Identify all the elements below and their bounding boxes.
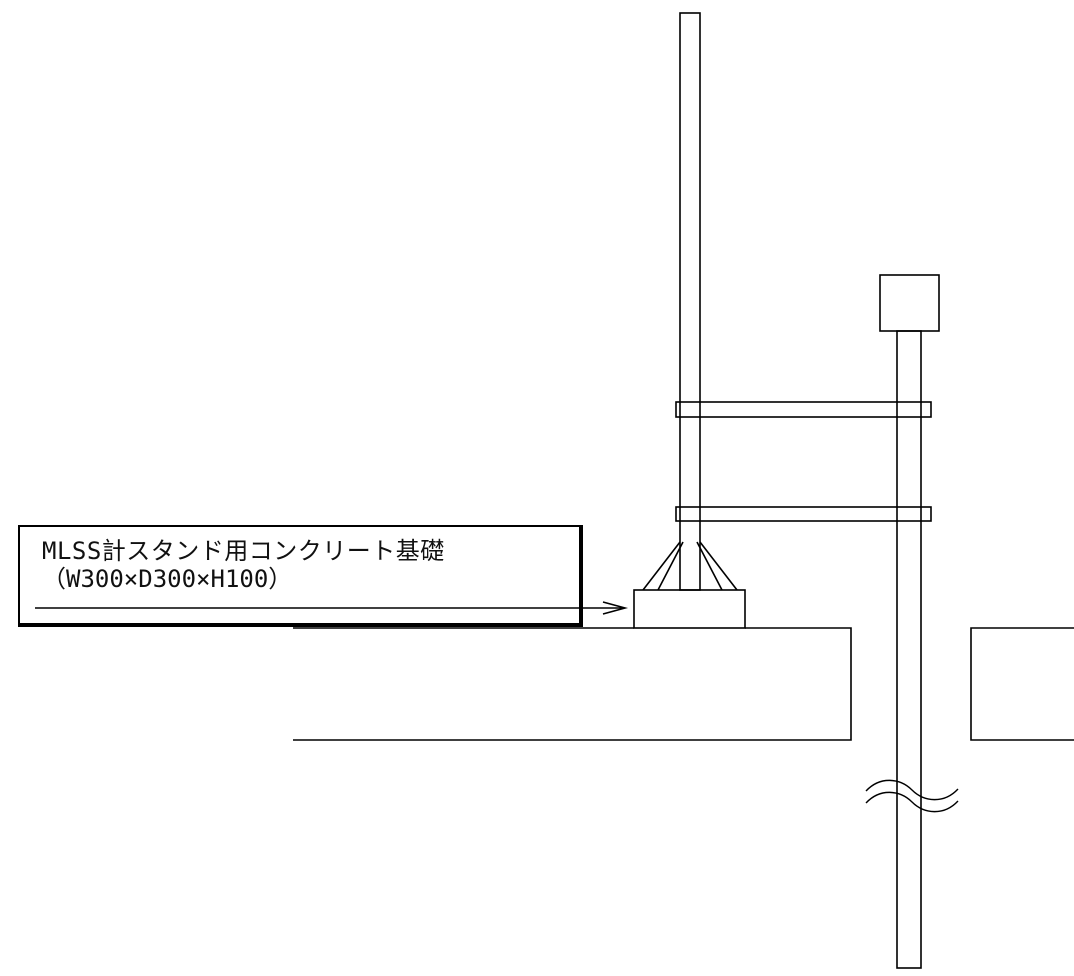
support-arm-upper [675, 401, 932, 418]
concrete-foundation [633, 589, 746, 629]
stand-gussets [642, 541, 738, 591]
sensor-pole [896, 330, 922, 969]
tank-wall-right [970, 627, 1074, 741]
callout-dimensions: （W300×D300×H100） [42, 565, 293, 593]
callout-box: MLSS計スタンド用コンクリート基礎 （W300×D300×H100） [18, 525, 583, 627]
callout-title: MLSS計スタンド用コンクリート基礎 [42, 537, 445, 565]
leader-arrowhead [602, 601, 629, 615]
sensor-head-box [879, 274, 940, 332]
tank-wall-left [293, 627, 852, 741]
break-mark [865, 779, 959, 813]
stand-pole [679, 12, 701, 591]
support-arm-lower [675, 506, 932, 522]
